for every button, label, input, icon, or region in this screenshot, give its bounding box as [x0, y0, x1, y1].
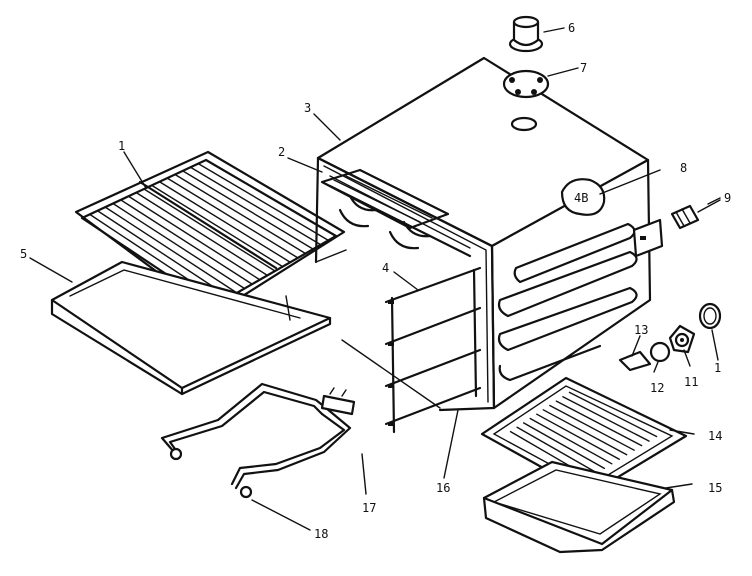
grid-slot — [522, 422, 606, 470]
rack-bar — [143, 188, 276, 272]
terminal-spring — [632, 199, 721, 258]
callout-7-flange: 7 — [580, 61, 587, 75]
callout-18: 18 — [314, 527, 328, 541]
rack-bar — [158, 181, 291, 263]
callout-15-pan: 15 — [708, 481, 722, 495]
grid-slot — [516, 426, 598, 474]
callout-1-rack: 1 — [118, 139, 125, 153]
callout-5-tray: 5 — [20, 247, 27, 261]
rack-bar — [174, 173, 307, 255]
callout-3-cavity: 3 — [304, 101, 311, 115]
callout-13-clip: 13 — [634, 323, 648, 337]
rack-supports — [384, 266, 482, 434]
rack-bar — [151, 184, 284, 268]
callout-8-badge: 8 — [680, 161, 687, 175]
callout-12-globe: 12 — [650, 381, 664, 395]
callout-6-cap: 6 — [568, 21, 575, 35]
rack-bar — [189, 166, 322, 246]
rack-bar — [120, 199, 253, 285]
rack-bar — [182, 170, 314, 250]
grid-slot — [542, 409, 628, 456]
oven-cavity — [314, 56, 652, 412]
rack-bar — [96, 210, 230, 298]
callout-11-socket: 11 — [684, 375, 698, 389]
lamp-seal-ring — [698, 302, 722, 330]
vent-cap — [508, 15, 544, 53]
badge-text: 4B — [574, 191, 588, 205]
callout-4-supports: 4 — [382, 261, 389, 275]
retainer-clip — [618, 350, 652, 372]
rack-bar — [197, 162, 330, 242]
drip-tray — [50, 260, 332, 396]
rack-bar — [104, 206, 238, 294]
lamp-socket — [668, 324, 696, 354]
bake-element — [160, 382, 356, 499]
rack-bar — [112, 202, 246, 290]
rating-badge: 4B — [560, 178, 606, 216]
rack-bar — [135, 191, 269, 277]
broil-baffle — [320, 168, 450, 230]
callout-2-baffle: 2 — [278, 145, 285, 159]
callout-9-spring: 9 — [724, 191, 731, 205]
broiler-pan — [482, 460, 676, 554]
grid-slot — [529, 417, 613, 465]
lamp-globe — [649, 341, 671, 363]
grid-slot — [562, 396, 650, 442]
callout-14-grid: 14 — [708, 429, 722, 443]
callout-labels: 1 2 3 4 5 6 7 8 9 1 11 12 13 14 15 16 17… — [20, 21, 731, 541]
oven-rack — [74, 150, 346, 316]
callout-1-seal: 1 — [714, 361, 721, 375]
callout-17-element: 17 — [362, 501, 376, 515]
grid-slot — [555, 400, 643, 447]
grid-slot — [549, 404, 635, 451]
grid-slot — [536, 413, 620, 460]
callout-16: 16 — [436, 481, 450, 495]
leader-lines — [29, 27, 721, 531]
grid-slot — [568, 391, 658, 438]
rack-bar — [166, 177, 299, 259]
vent-flange — [502, 69, 550, 99]
rack-bar — [127, 195, 261, 281]
